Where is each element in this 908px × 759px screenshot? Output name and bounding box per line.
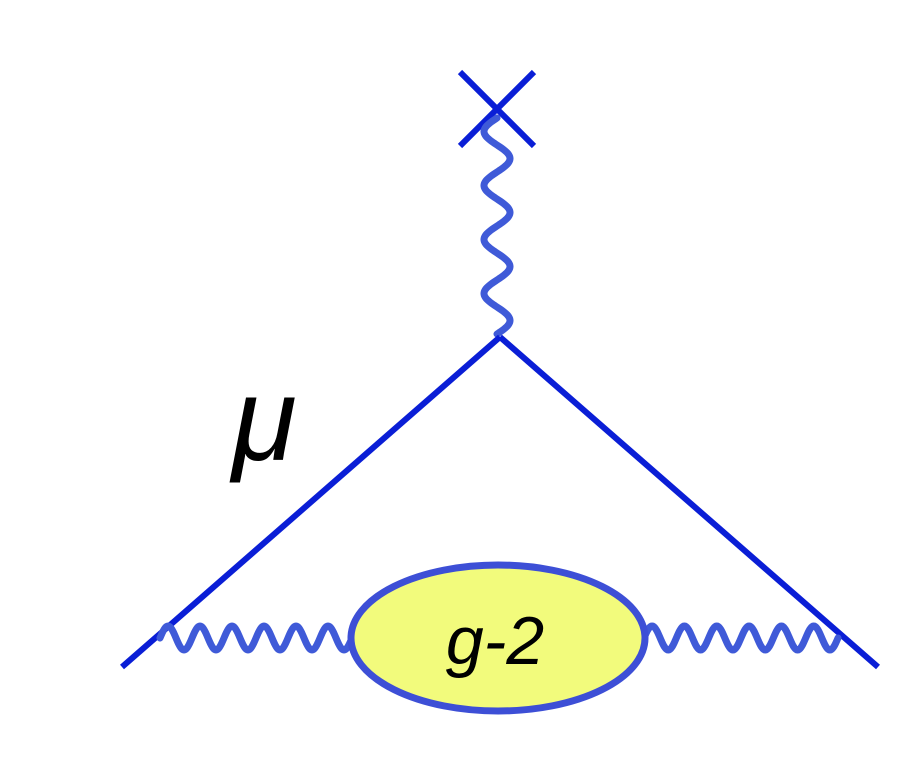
loop-photon-left	[156, 622, 356, 654]
muon-label: μ	[229, 354, 297, 486]
external-field-cross-icon	[457, 69, 537, 149]
g-2-blob	[347, 561, 649, 715]
loop-photon-right	[640, 622, 842, 654]
blob-label: g-2	[446, 603, 544, 679]
cross-stroke-2	[457, 69, 537, 149]
external-photon-line	[480, 114, 514, 338]
muon-line-right	[498, 334, 880, 670]
muon-line-left	[120, 334, 502, 670]
